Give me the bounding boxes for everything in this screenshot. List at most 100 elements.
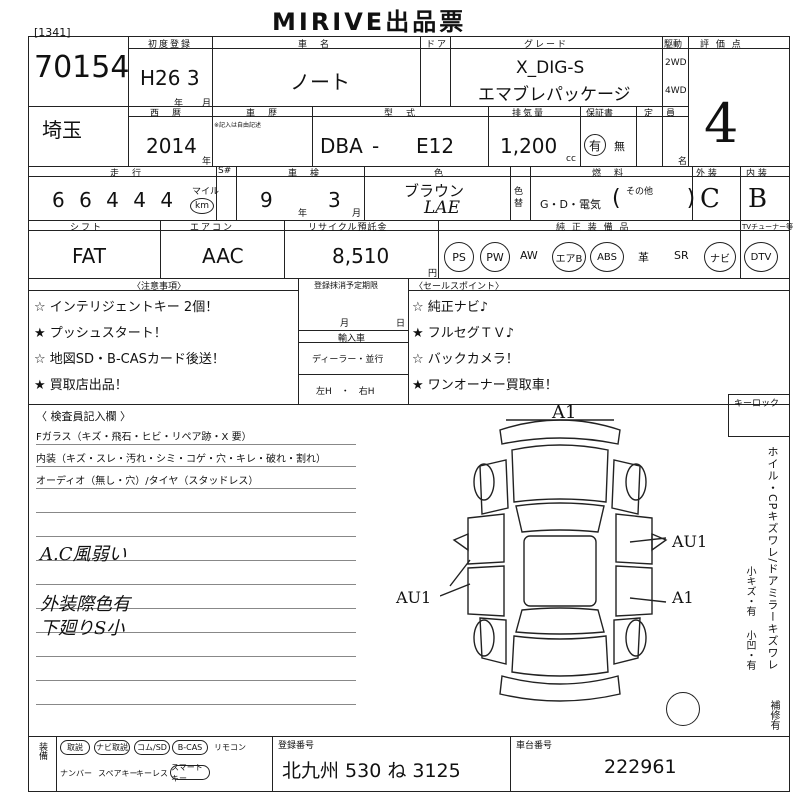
form-frame	[28, 36, 790, 792]
label-inspection: 車 検	[288, 169, 322, 179]
fuel-options: G・D・電気	[540, 198, 601, 211]
footer-chip: スマートキー	[170, 763, 210, 783]
footer-chip: キーレス	[136, 769, 168, 778]
footer-chip: ナンバー	[60, 769, 92, 778]
label-western: 西 暦	[150, 109, 184, 119]
day-text: 日	[396, 319, 406, 329]
first-reg-value: H26 3	[140, 66, 200, 90]
label-equipment: 純 正 装 備 品	[556, 223, 631, 233]
recycle-value: 8,510	[332, 244, 390, 268]
label-interior: 内 装	[746, 169, 767, 179]
interior-grade: B	[748, 184, 768, 214]
side-inspection-text: ホイル・CPキズワレ/ドアミラーキズワレ	[766, 446, 779, 672]
mileage-value: 6 6 4 4 4	[52, 188, 178, 212]
label-exterior: 外 装	[696, 169, 717, 179]
first-reg-year-unit: 年	[174, 99, 184, 109]
label-shift: シフト	[70, 223, 104, 233]
lot-bracket: [1341]	[34, 26, 71, 39]
label-warranty: 保証書	[586, 109, 614, 119]
score-value: 4	[704, 92, 739, 155]
warranty-no: 無	[614, 140, 625, 153]
equip-airbag: エアB	[552, 242, 586, 272]
exterior-grade: C	[700, 184, 720, 214]
footer-chip: スペアキー	[98, 769, 138, 778]
handwritten-note: 外装際色有	[40, 594, 130, 615]
fuel-paren: ( )	[612, 186, 696, 211]
mileage-unit-km: km	[190, 198, 214, 214]
label-plate: 登録番号	[278, 741, 315, 751]
drive-4wd: 4WD	[665, 86, 687, 96]
label-displacement: 排気量	[512, 109, 546, 119]
steering-text: 左H ・ 右H	[316, 387, 375, 397]
inspection-month-unit: 月	[352, 209, 362, 219]
inspection-year-unit: 年	[298, 209, 308, 219]
first-reg-month-unit: 月	[202, 99, 212, 109]
handwritten-note: A.C風弱い	[40, 544, 127, 565]
label-fuel: 燃 料	[592, 169, 626, 179]
equip-navi: ナビ	[704, 242, 736, 272]
footer-chip: ナビ取説	[94, 740, 130, 755]
label-recycle: リサイクル預託金	[308, 223, 388, 233]
note-item: ★ プッシュスタート！	[34, 326, 167, 341]
sales-item: ☆ バックカメラ！	[412, 352, 519, 367]
sales-item: ★ ワンオーナー買取車！	[412, 378, 558, 393]
year-value: 2014	[146, 134, 197, 158]
equip-abs: ABS	[590, 242, 624, 272]
region: 埼玉	[42, 118, 82, 142]
label-car-name: 車 名	[298, 40, 332, 50]
shift-value: FAT	[72, 244, 107, 268]
label-date: 登録抹消予定期限	[314, 281, 378, 290]
mileage-unit-mile: マイル	[192, 187, 220, 197]
label-tuner: TVチューナー等	[742, 223, 794, 231]
equip-pw: PW	[480, 242, 510, 272]
damage-mark: A1	[552, 402, 577, 423]
plate-number: 北九州 530 ね 3125	[282, 760, 461, 782]
note-item: ★ 買取店出品！	[34, 378, 128, 393]
note-item: ☆ 地図SD・B-CASカード後送！	[34, 352, 225, 367]
capacity-unit: 名	[678, 157, 688, 167]
history-note: ※記入は自由記述	[214, 122, 262, 129]
label-sharp: S#	[218, 166, 232, 176]
label-grade: グレード	[524, 40, 569, 50]
label-equip-footer: 装備	[37, 742, 47, 760]
equip-aw: AW	[520, 249, 538, 262]
inspector-line-audio: オーディオ（無し・穴）/タイヤ（スタッドレス）	[36, 476, 259, 487]
yen-unit: 円	[428, 269, 438, 279]
handwritten-note: 下廻りS小	[40, 618, 125, 639]
cc-unit: cc	[566, 154, 576, 164]
label-import: 輸入車	[338, 334, 366, 344]
key-lock-label: キーロック	[734, 399, 780, 409]
label-first-reg: 初度登録	[148, 40, 193, 50]
label-notes: 〈注意事項〉	[132, 282, 187, 292]
damage-mark: A1	[672, 588, 694, 607]
label-drive: 駆動	[664, 40, 683, 50]
sales-item: ☆ 純正ナビ♪	[412, 300, 489, 315]
color-change-label: 色替	[514, 187, 524, 209]
footer-chip: 取説	[60, 740, 90, 755]
warranty-yes: 有	[584, 134, 606, 156]
lot-number: 70154	[34, 50, 130, 85]
inspector-line-glass: Fガラス（キズ・飛石・ヒビ・リペア跡・X 要）	[36, 432, 252, 443]
footer-chip: コム/SD	[134, 740, 170, 755]
label-sales: 〈セールスポイント〉	[414, 282, 505, 292]
displacement-value: 1,200	[500, 134, 558, 158]
side-sub-text: 小キズ・有	[744, 566, 755, 616]
equip-leather: 革	[638, 251, 649, 264]
footer-chip: リモコン	[214, 743, 246, 752]
equip-sr: SR	[674, 249, 689, 262]
equip-ps: PS	[444, 242, 474, 272]
inspection-year: 9	[260, 188, 273, 212]
page-title: MIRIVE出品票	[272, 8, 467, 36]
chassis-number: 222961	[604, 756, 677, 778]
damage-mark: AU1	[396, 588, 432, 607]
year-unit: 年	[202, 157, 212, 167]
equip-dtv: DTV	[744, 242, 778, 272]
label-capacity: 定 員	[644, 109, 678, 119]
footer-chip: B-CAS	[172, 740, 208, 755]
car-diagram	[440, 419, 668, 702]
note-item: ☆ インテリジェントキー 2個！	[34, 300, 219, 315]
inspector-label: 〈 検査員記入欄 〉	[36, 410, 131, 423]
label-history: 車 歴	[246, 109, 280, 119]
type-code: E12	[416, 134, 455, 158]
fuel-other: その他	[626, 187, 654, 197]
